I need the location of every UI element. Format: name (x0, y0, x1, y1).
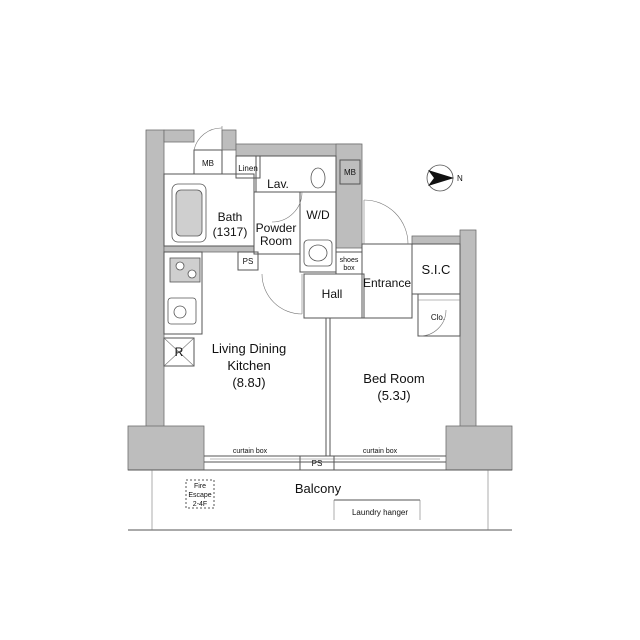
walls (127, 129, 513, 471)
linen-label: Linen (238, 164, 258, 173)
interior-lines (128, 149, 512, 531)
ps-bottom-label: PS (312, 459, 323, 468)
curtain-box-right-label: curtain box (363, 448, 398, 455)
ps-left-label: PS (243, 257, 254, 266)
lav-label: Lav. (267, 177, 289, 191)
curtain-box-left-label: curtain box (233, 448, 268, 455)
labels: MB Linen Lav. MB Bath (1317) Powder Room… (175, 159, 451, 517)
balcony-label: Balcony (295, 481, 342, 496)
bath-size-label: (1317) (213, 225, 248, 239)
box-label: box (343, 265, 355, 272)
ldk-label-2: Kitchen (227, 358, 270, 373)
doors (193, 126, 447, 337)
entrance-label: Entrance (363, 276, 411, 290)
r-label: R (175, 345, 184, 359)
bedroom-label-2: (5.3J) (377, 388, 410, 403)
wd-label: W/D (306, 208, 330, 222)
sic-label: S.I.C (422, 262, 451, 277)
ldk-label-1: Living Dining (212, 341, 286, 356)
fire-escape-label-3: 2-4F (193, 501, 207, 508)
room-label: Room (260, 234, 292, 248)
shoes-label: shoes (340, 257, 359, 264)
clo-label: Clo. (431, 313, 445, 322)
mb-right-label: MB (344, 168, 356, 177)
hall-label: Hall (322, 287, 343, 301)
bedroom-label-1: Bed Room (363, 371, 424, 386)
fire-escape-label-1: Fire (194, 483, 206, 490)
mb-top-label: MB (202, 159, 214, 168)
fire-escape-label-2: Escape (188, 492, 211, 499)
north-arrow-icon: N (426, 164, 463, 192)
laundry-hanger-label: Laundry hanger (352, 508, 408, 517)
bath-label: Bath (218, 210, 243, 224)
north-label: N (457, 174, 463, 183)
powder-label: Powder (256, 221, 297, 235)
ldk-label-3: (8.8J) (232, 375, 265, 390)
